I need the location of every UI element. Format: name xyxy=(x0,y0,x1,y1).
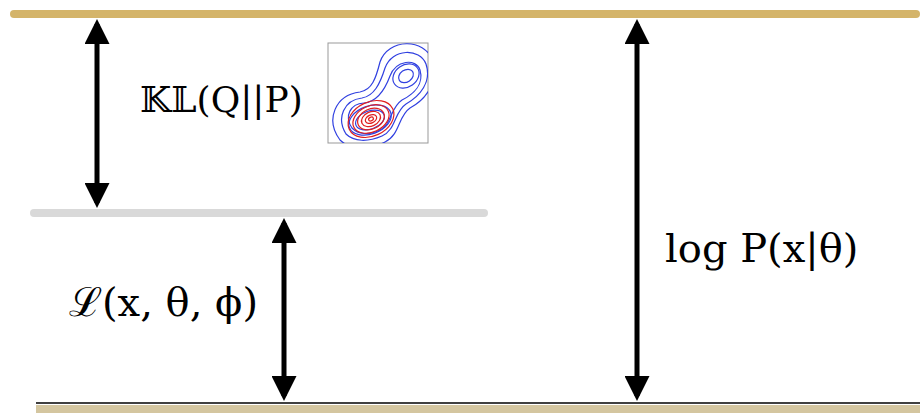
baseline xyxy=(36,402,920,404)
contour-plot xyxy=(328,43,434,148)
loglik-label: log P(x|θ) xyxy=(665,226,858,270)
kl-arrow xyxy=(95,24,100,203)
top-bar xyxy=(14,10,916,18)
middle-bar xyxy=(34,209,484,217)
elbo-arrow xyxy=(282,223,287,396)
elbo-label: ℒ(x, θ, ϕ) xyxy=(69,280,258,324)
bottom-bar xyxy=(36,405,920,413)
loglik-arrow xyxy=(635,24,640,396)
kl-label: 𝕂𝕃(Q||P) xyxy=(140,80,303,120)
